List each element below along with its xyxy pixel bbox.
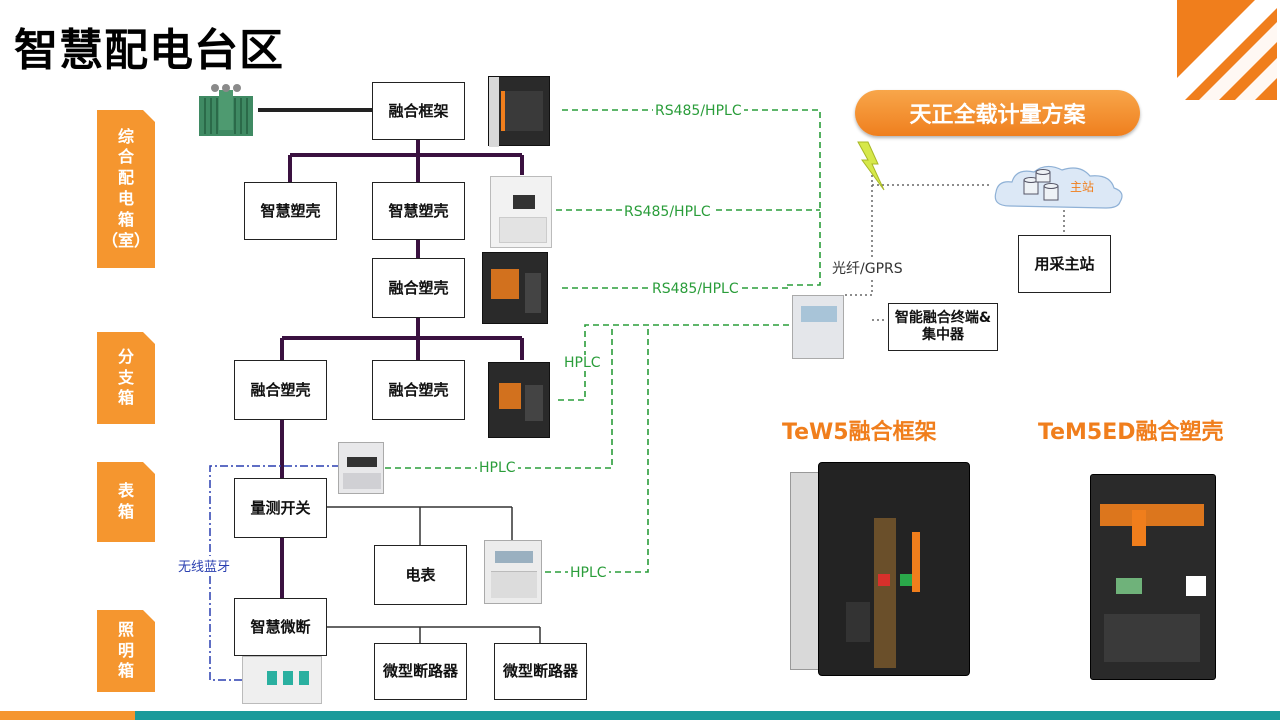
link-label-rs485-smart-case: RS485/HPLC (622, 204, 713, 220)
side-label-meter-box: 表 箱 (97, 462, 155, 542)
fusion-case-device-image (482, 252, 548, 324)
smart-terminal-device-image (792, 295, 844, 359)
wireless-signal-icon (857, 141, 885, 191)
smart-mcb-box: 智慧微断 (234, 598, 327, 656)
cloud-label: 主站 (1070, 180, 1095, 194)
fusion-case-main-box: 融合塑壳 (372, 258, 465, 318)
branch-fusion-case-device-image (488, 362, 550, 438)
master-station-box: 用采主站 (1018, 235, 1111, 293)
link-label-hplc-meter: HPLC (568, 565, 609, 581)
link-label-bluetooth: 无线蓝牙 (176, 556, 233, 575)
link-label-hplc-branch: HPLC (562, 355, 603, 371)
metering-switch-box: 量测开关 (234, 478, 327, 538)
electric-meter-box: 电表 (374, 545, 467, 605)
link-label-hplc-switch: HPLC (477, 460, 518, 476)
product-title-tem5ed: TeM5ED融合塑壳 (1038, 420, 1224, 445)
link-label-fiber-gprs: 光纤/GPRS (830, 258, 905, 278)
bottom-bar-teal (135, 711, 1280, 720)
fusion-case-branch-right-box: 融合塑壳 (372, 360, 465, 420)
company-logo (1177, 0, 1277, 100)
scheme-pill: 天正全载计量方案 (855, 90, 1140, 136)
fusion-frame-box: 融合框架 (372, 82, 465, 140)
smart-mcb-device-image (242, 656, 322, 704)
link-label-rs485-fusion-case: RS485/HPLC (650, 281, 741, 297)
smart-case-box-left: 智慧塑壳 (244, 182, 337, 240)
transformer-image (195, 82, 257, 138)
metering-switch-device-image (338, 442, 384, 494)
tew5-product-image (790, 462, 970, 676)
fusion-frame-device-image (488, 76, 550, 147)
side-label-distribution-room: 综 合 配 电 箱 （室） (97, 110, 155, 268)
cloud-master-icon: 主站 (990, 162, 1130, 214)
page-title: 智慧配电台区 (14, 25, 284, 76)
fusion-case-branch-left-box: 融合塑壳 (234, 360, 327, 420)
smart-terminal-box: 智能融合终端&集中器 (888, 303, 998, 351)
mcb-box-right: 微型断路器 (494, 643, 587, 700)
smart-case-box-center: 智慧塑壳 (372, 182, 465, 240)
tem5ed-product-image (1090, 474, 1216, 680)
bottom-bar-orange (0, 711, 135, 720)
smart-case-device-image (490, 176, 552, 248)
electric-meter-device-image (484, 540, 542, 604)
mcb-box-left: 微型断路器 (374, 643, 467, 700)
link-label-rs485-frame: RS485/HPLC (653, 103, 744, 119)
product-title-tew5: TeW5融合框架 (782, 420, 937, 445)
side-label-branch-box: 分 支 箱 (97, 332, 155, 424)
side-label-lighting-box: 照 明 箱 (97, 610, 155, 692)
